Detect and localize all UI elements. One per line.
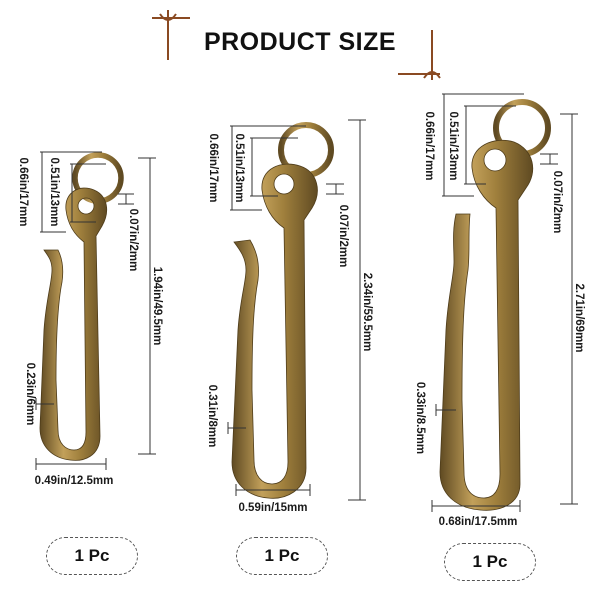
hook-3-ring-outer-label: 0.66in/17mm bbox=[423, 111, 435, 180]
hook-2-ring-inner-label: 0.51in/13mm bbox=[233, 133, 245, 202]
hook-2-illustration bbox=[231, 122, 334, 499]
hook-1-height-label: 1.94in/49.5mm bbox=[151, 267, 163, 346]
page-title: PRODUCT SIZE bbox=[203, 28, 397, 56]
hook-2-width-label: 0.59in/15mm bbox=[238, 502, 307, 514]
hook-3-body bbox=[439, 139, 534, 511]
ornament-left-icon bbox=[152, 10, 190, 60]
hook-2-ring-outer-label: 0.66in/17mm bbox=[207, 133, 219, 202]
hook-2-wire-label: 0.07in/2mm bbox=[337, 205, 349, 268]
hook-3-dimensions bbox=[431, 93, 578, 512]
hook-1-ring-outer-label: 0.66in/17mm bbox=[17, 157, 29, 226]
hook-2-hook-wire-label: 0.31in/8mm bbox=[206, 385, 218, 448]
hook-1-body bbox=[39, 187, 108, 461]
hook-3-hook-wire-label: 0.33in/8.5mm bbox=[414, 382, 426, 454]
hook-1-illustration bbox=[39, 152, 124, 461]
hook-3-width-label: 0.68in/17.5mm bbox=[439, 516, 518, 528]
hook-2-dimensions bbox=[227, 119, 366, 501]
hook-3-height-label: 2.71in/69mm bbox=[573, 283, 585, 352]
hook-3-illustration bbox=[439, 99, 551, 511]
quantity-badge-3: 1 Pc bbox=[444, 543, 536, 581]
quantity-badge-1: 1 Pc bbox=[46, 537, 138, 575]
hook-2-body bbox=[231, 163, 318, 499]
hook-1-width-label: 0.49in/12.5mm bbox=[35, 475, 114, 487]
hook-3-ring-inner-label: 0.51in/13mm bbox=[447, 111, 459, 180]
hook-3-wire-label: 0.07in/2mm bbox=[551, 171, 563, 234]
quantity-badge-2: 1 Pc bbox=[236, 537, 328, 575]
hook-1-dimensions bbox=[35, 151, 156, 470]
hook-1-ring-inner-label: 0.51in/13mm bbox=[48, 157, 60, 226]
ornament-right-icon bbox=[398, 30, 441, 80]
hook-1-hook-wire-label: 0.23in/6mm bbox=[24, 363, 36, 426]
hook-1-wire-label: 0.07in/2mm bbox=[127, 209, 139, 272]
hook-2-height-label: 2.34in/59.5mm bbox=[361, 273, 373, 352]
